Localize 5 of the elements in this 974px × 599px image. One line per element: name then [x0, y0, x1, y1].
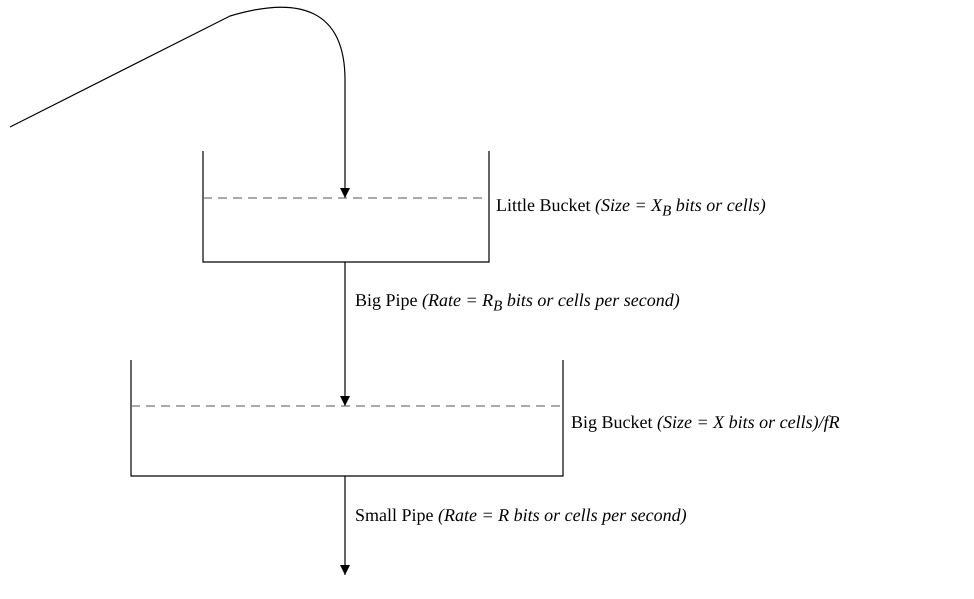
bucket-label: Big Bucket (Size = X bits or cells)/fR: [571, 412, 840, 432]
arrow: [340, 476, 350, 575]
bucket-label: Little Bucket (Size = X$_{B}$ bits or cells): [496, 195, 766, 222]
arrow: [340, 262, 350, 406]
arrow: [10, 6, 350, 198]
